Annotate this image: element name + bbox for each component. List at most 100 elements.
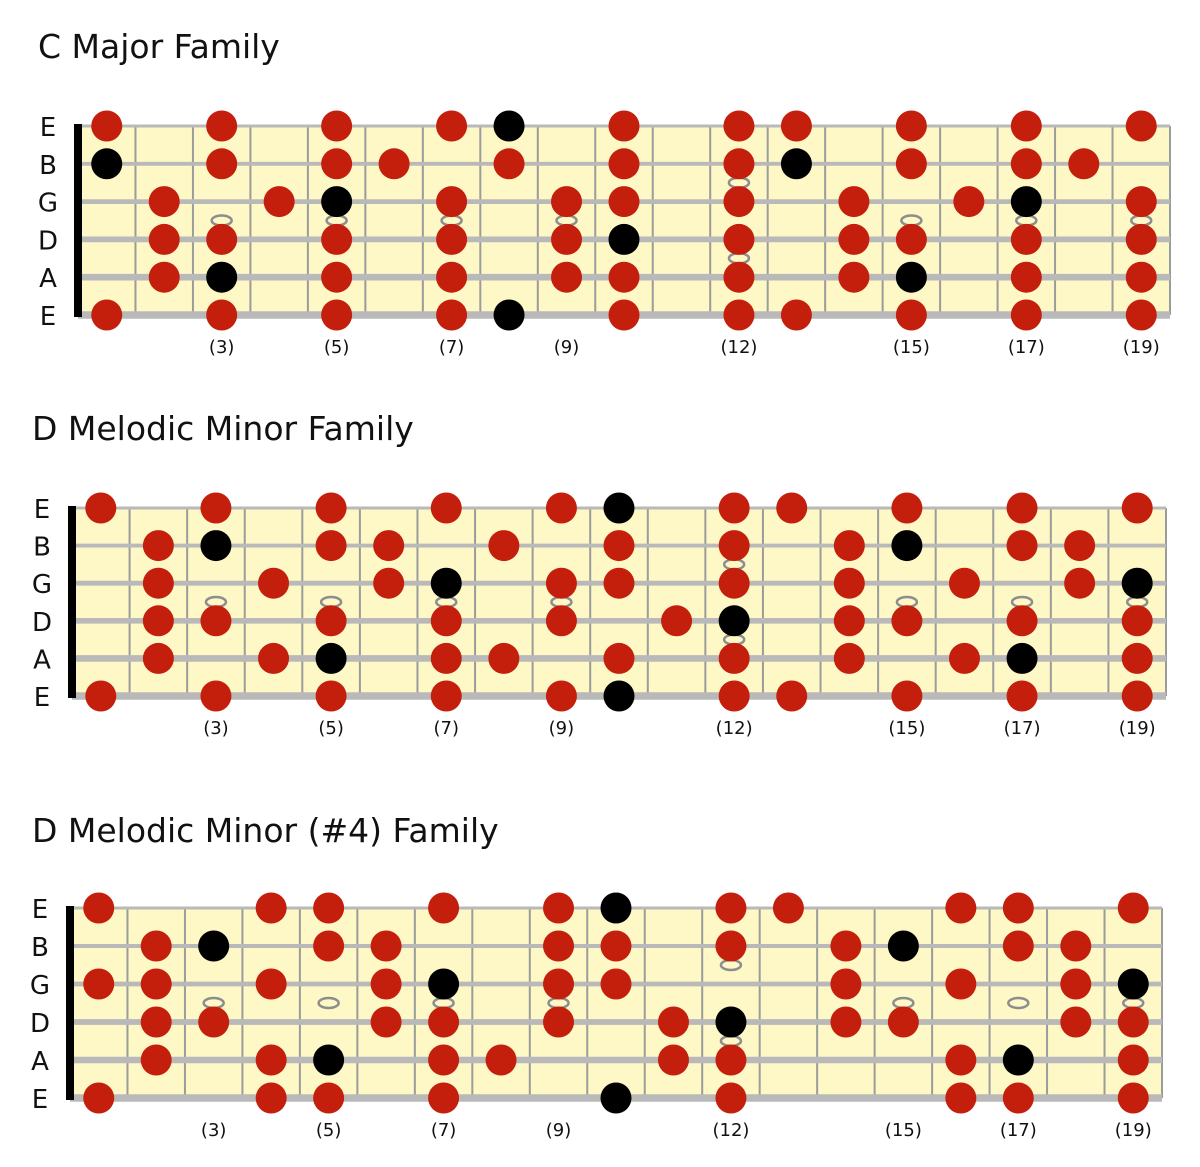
scale-note-dot	[1006, 530, 1038, 562]
scale-note-dot	[718, 680, 750, 712]
scale-note-dot	[148, 186, 180, 218]
scale-note-dot	[543, 1006, 575, 1038]
fret-number-label: (17)	[1008, 337, 1045, 358]
scale-note-dot	[1125, 110, 1157, 142]
string-label: E	[40, 302, 56, 332]
inlay-marker	[317, 996, 340, 1010]
scale-note-dot	[436, 110, 468, 142]
scale-note-dot	[1125, 223, 1157, 255]
scale-note-dot	[1117, 1082, 1149, 1114]
scale-note-dot	[436, 186, 468, 218]
scale-note-dot	[140, 930, 172, 962]
scale-note-dot	[1010, 110, 1042, 142]
root-note-dot	[608, 223, 640, 255]
scale-note-dot	[833, 567, 865, 599]
scale-note-dot	[85, 492, 117, 524]
scale-note-dot	[1117, 1044, 1149, 1076]
fret-number-label: (15)	[885, 1120, 922, 1141]
fret-number-label: (12)	[712, 1120, 749, 1141]
root-note-dot	[313, 1044, 345, 1076]
root-note-dot	[315, 642, 347, 674]
scale-note-dot	[321, 299, 353, 331]
scale-note-dot	[945, 968, 977, 1000]
scale-note-dot	[945, 1082, 977, 1114]
string-label: E	[32, 895, 48, 925]
scale-note-dot	[436, 261, 468, 293]
root-note-dot	[603, 492, 635, 524]
scale-note-dot	[833, 642, 865, 674]
fret-number-label: (15)	[888, 718, 925, 739]
scale-note-dot	[718, 642, 750, 674]
scale-note-dot	[838, 261, 870, 293]
nut	[66, 906, 74, 1100]
scale-note-dot	[718, 530, 750, 562]
fret-number-label: (19)	[1115, 1120, 1152, 1141]
scale-note-dot	[891, 680, 923, 712]
root-note-dot	[91, 148, 123, 180]
string-label: E	[34, 495, 50, 525]
fret-number-label: (7)	[439, 337, 465, 358]
string-label: G	[38, 189, 58, 219]
scale-note-dot	[1125, 186, 1157, 218]
inlay-marker	[1007, 996, 1030, 1010]
fret-number-label: (3)	[201, 1120, 227, 1141]
scale-note-dot	[603, 530, 635, 562]
scale-note-dot	[718, 492, 750, 524]
scale-note-dot	[488, 530, 520, 562]
diagram-title: C Major Family	[38, 27, 280, 66]
scale-note-dot	[198, 1006, 230, 1038]
root-note-dot	[780, 148, 812, 180]
root-note-dot	[600, 892, 632, 924]
scale-note-dot	[206, 299, 238, 331]
fret-number-label: (19)	[1123, 337, 1160, 358]
scale-note-dot	[661, 605, 693, 637]
scale-note-dot	[723, 223, 755, 255]
root-note-dot	[1002, 1044, 1034, 1076]
scale-note-dot	[315, 680, 347, 712]
string-label: D	[38, 226, 58, 256]
scale-note-dot	[321, 148, 353, 180]
scale-note-dot	[263, 186, 295, 218]
scale-note-dot	[830, 930, 862, 962]
scale-note-dot	[430, 642, 462, 674]
scale-note-dot	[430, 680, 462, 712]
fret-number-label: (15)	[893, 337, 930, 358]
root-note-dot	[718, 605, 750, 637]
scale-note-dot	[1010, 261, 1042, 293]
scale-note-dot	[723, 148, 755, 180]
scale-note-dot	[436, 299, 468, 331]
scale-note-dot	[600, 930, 632, 962]
string-label: A	[31, 1047, 49, 1077]
scale-note-dot	[378, 148, 410, 180]
root-note-dot	[430, 567, 462, 599]
scale-note-dot	[1117, 892, 1149, 924]
scale-note-dot	[887, 1006, 919, 1038]
string-label: B	[31, 933, 49, 963]
scale-note-dot	[1006, 492, 1038, 524]
scale-note-dot	[373, 567, 405, 599]
scale-note-dot	[83, 892, 115, 924]
scale-note-dot	[200, 492, 232, 524]
scale-note-dot	[315, 530, 347, 562]
scale-note-dot	[85, 680, 117, 712]
root-note-dot	[891, 530, 923, 562]
root-note-dot	[493, 299, 525, 331]
string-label: D	[30, 1009, 50, 1039]
scale-note-dot	[545, 492, 577, 524]
scale-note-dot	[428, 1082, 460, 1114]
scale-note-dot	[200, 680, 232, 712]
scale-note-dot	[1060, 968, 1092, 1000]
fret-number-label: (5)	[316, 1120, 342, 1141]
scale-note-dot	[373, 530, 405, 562]
root-note-dot	[887, 930, 919, 962]
scale-note-dot	[718, 567, 750, 599]
scale-note-dot	[1125, 261, 1157, 293]
scale-note-dot	[895, 110, 927, 142]
scale-note-dot	[142, 567, 174, 599]
scale-note-dot	[838, 223, 870, 255]
scale-note-dot	[657, 1044, 689, 1076]
scale-note-dot	[608, 299, 640, 331]
string-label: G	[32, 570, 52, 600]
scale-note-dot	[657, 1006, 689, 1038]
